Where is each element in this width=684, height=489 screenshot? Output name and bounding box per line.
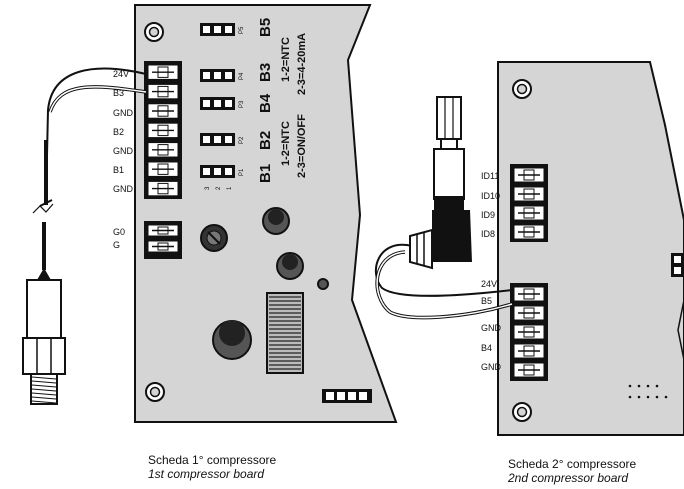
terminal-label-b1: B1 [113,165,124,175]
terminal-screw [513,205,545,221]
header-label: P5 [239,26,245,34]
terminal-block-g [144,221,182,259]
header-label: P1 [239,168,245,176]
dot-pattern [628,384,668,399]
jumper-header: P4 [200,69,245,82]
terminal-screw [513,362,545,378]
sensor-2-wire [374,243,513,297]
terminal-label-gnd: GND [481,362,502,372]
sensor-2 [374,96,513,320]
caption-board-1: Scheda 1° compressore 1st compressor boa… [148,453,276,481]
input-label-id8: ID8 [481,229,495,239]
terminal-screw [147,142,179,158]
terminal-screw [147,64,179,80]
trimmer [200,224,228,252]
terminal-label-gnd: GND [113,146,134,156]
terminal-label-gnd: GND [481,323,502,333]
pin-number: 2 [216,186,222,190]
caption-board-1-en: 1st compressor board [148,467,265,481]
input-label-id11: ID11 [481,171,499,181]
terminal-screw [513,186,545,202]
pin-number: 3 [205,186,211,190]
terminal-label-g0: G0 [113,227,125,237]
terminal-screw [513,324,545,340]
mounting-hole [512,402,532,422]
header-label: P4 [239,72,245,80]
terminal-label-gnd: GND [113,184,134,194]
note-b2-ntc: 1-2=NTC [280,121,292,166]
pressure-transducer [22,268,66,405]
terminal-screw [147,180,179,197]
input-label-id10: ID10 [481,191,500,201]
capacitor [262,207,290,235]
jumper-header: P3 [200,97,245,110]
terminal-screw [147,122,179,139]
terminal-screw [147,240,179,253]
mounting-hole [512,79,532,99]
terminal-label-b5: B5 [481,296,492,306]
terminal-block-b [510,283,548,381]
terminal-label-b4: B4 [481,343,492,353]
terminal-labels: 24V B3 GND B2 GND B1 GND G0 G [113,69,134,250]
note-b3-ntc: 1-2=NTC [280,37,292,82]
jumper-header: P2 [200,133,245,146]
terminal-label-b3: B3 [113,88,124,98]
terminal-label-g: G [113,240,120,250]
header-label: P2 [239,136,245,144]
terminal-screw [513,167,545,183]
terminal-screw [147,103,179,119]
probe-label-b1: B1 [257,164,274,183]
terminal-screw [513,224,545,240]
pin-number: 1 [227,186,233,190]
terminal-screw [513,343,545,359]
mounting-hole [144,22,164,42]
terminal-screw [147,224,179,237]
terminal-label-24v: 24V [113,69,129,79]
capacitor [276,252,304,280]
right-connector [671,253,684,277]
terminal-screw [147,161,179,177]
caption-board-2-en: 2nd compressor board [508,471,629,485]
note-b2-onoff: 2-3=ON/OFF [296,114,308,178]
terminal-label-gnd: GND [113,108,134,118]
board-2: ID11 ID10 ID9 ID8 24V B5 GND B4 GND [481,61,684,436]
jumper-header: P1 [200,165,245,178]
caption-board-2: Scheda 2° compressore 2nd compressor boa… [508,457,636,485]
probe-label-b3: B3 [257,63,274,82]
transformer-coil [266,292,304,374]
mounting-hole [145,382,165,402]
terminal-screw [513,305,545,321]
jumper-header: P5 [200,23,245,36]
header-label: P3 [239,100,245,108]
capacitor-large [212,320,252,360]
caption-board-2-it: Scheda 2° compressore [508,457,637,471]
note-b3-ma: 2-3=4-20mA [296,33,308,95]
terminal-block-b [144,61,182,199]
led [317,278,329,290]
probe-label-b5: B5 [257,18,274,37]
terminal-label-b2: B2 [113,127,124,137]
probe-1-wires [32,67,147,270]
bottom-connector [322,389,372,403]
terminal-label-24v: 24V [481,279,497,289]
terminal-screw [147,83,179,100]
board-2-right-edge [677,299,684,361]
caption-board-1-it: Scheda 1° compressore [148,453,277,467]
terminal-labels: ID11 ID10 ID9 ID8 24V B5 GND B4 GND [481,171,502,372]
input-label-id9: ID9 [481,210,495,220]
sensor-2-body [409,96,472,270]
terminal-screw [513,286,545,302]
probe-label-b2: B2 [257,131,274,150]
terminal-block-id [510,164,548,242]
probe-label-b4: B4 [257,93,274,113]
